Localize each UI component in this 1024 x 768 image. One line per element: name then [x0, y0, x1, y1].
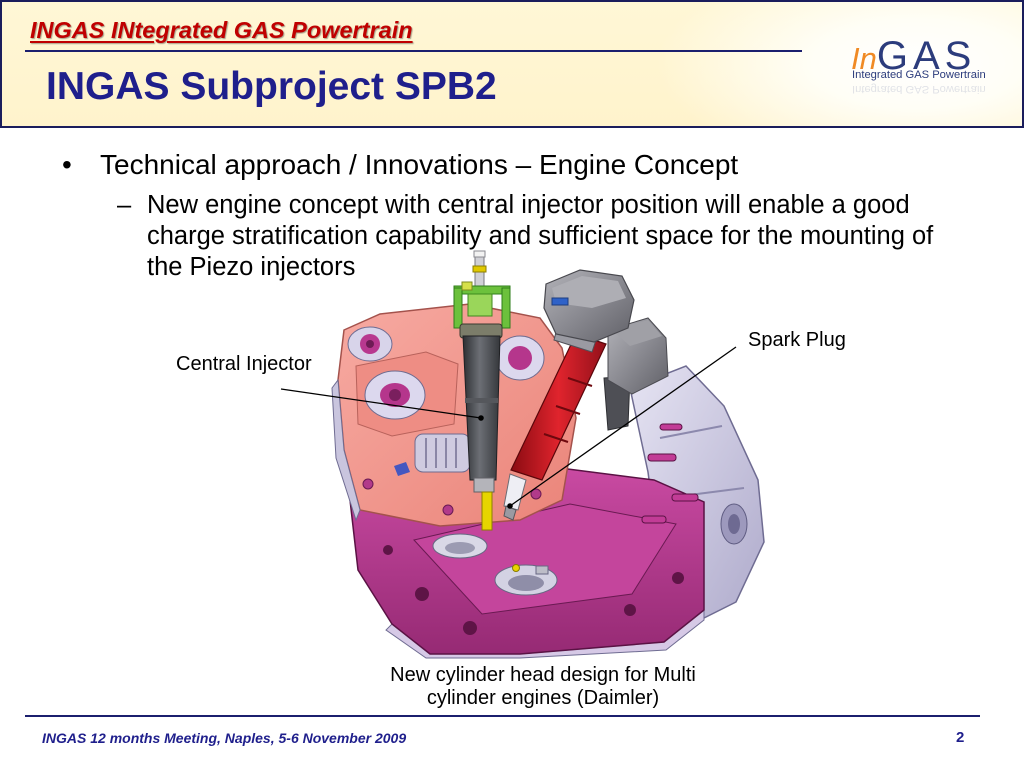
caption-line: New cylinder head design for Multi [390, 664, 696, 686]
rear-port [508, 346, 532, 370]
sub-bullet-line: the Piezo injectors [147, 253, 356, 281]
page-number: 2 [956, 729, 965, 746]
lower-block [349, 467, 705, 659]
intake-port-center [366, 340, 374, 348]
injector-bracket-right [501, 287, 511, 329]
bolt-hole [415, 587, 429, 601]
injector-nozzle-tip [481, 491, 493, 531]
logo-name: GAS [876, 34, 977, 78]
logo-prefix: In [851, 41, 877, 76]
bolt-hole [442, 504, 454, 516]
project-banner: INGAS INtegrated GAS Powertrain [30, 17, 413, 43]
figure-caption: New cylinder head design for Multi cylin… [343, 664, 743, 710]
bolt-hole [362, 478, 374, 490]
central-injector [453, 250, 511, 531]
second-coil-cap [612, 320, 662, 346]
spark-plug-seat [535, 565, 549, 575]
logo-tagline-reflection: Integrated GAS Powertrain [852, 83, 986, 95]
valve-port-inner [445, 542, 475, 554]
bolt-hole [463, 621, 477, 635]
sub-bullet-line: New engine concept with central injector… [147, 191, 910, 219]
footer-meeting-text: INGAS 12 months Meeting, Naples, 5-6 Nov… [42, 730, 407, 746]
sub-bullet-marker: – [117, 191, 132, 219]
cam-bearing-ribs [425, 438, 457, 468]
header-divider [25, 50, 802, 52]
central-injector-label: Central Injector [176, 353, 312, 375]
ignition-coil-connector [551, 297, 569, 306]
injector-bracket-left [453, 287, 463, 329]
ingas-logo: InGAS [851, 36, 976, 85]
coolant-peg [641, 515, 667, 524]
blue-marker [394, 462, 410, 476]
coolant-peg [647, 453, 677, 462]
injector-body-ring [465, 398, 498, 403]
engine-cylinder-head-illustration [331, 250, 765, 659]
slide-header: INGAS INtegrated GAS Powertrain INGAS Su… [0, 0, 1024, 128]
injector-seat [512, 564, 520, 572]
ignition-coil-cap [552, 276, 626, 308]
bolt-hole [624, 604, 636, 616]
bolt-hole [383, 545, 393, 555]
spark-plug-label: Spark Plug [748, 329, 846, 351]
combustion-deck [413, 503, 677, 615]
injector-connector [467, 293, 493, 317]
caption-line: cylinder engines (Daimler) [426, 687, 660, 709]
bullet-marker: • [62, 149, 72, 180]
sub-bullet-line: charge stratification capability and suf… [147, 222, 934, 250]
valve-port-inner [508, 575, 544, 591]
bullet-text: Technical approach / Innovations – Engin… [100, 149, 739, 180]
slide-title: INGAS Subproject SPB2 [46, 65, 497, 108]
cam-bearing [414, 433, 471, 473]
injector-rod-cap [473, 250, 486, 258]
injector-body [462, 335, 501, 481]
coolant-peg [671, 493, 699, 502]
bolt-hole [530, 488, 542, 500]
footer-divider [25, 715, 980, 717]
exhaust-port-center [389, 389, 401, 401]
logo-tagline: Integrated GAS Powertrain [852, 69, 986, 81]
injector-connector-tab [461, 281, 473, 291]
bolt-hole [672, 572, 684, 584]
coolant-peg [659, 423, 683, 431]
injector-rod-band [472, 265, 487, 273]
sub-bullet-text: New engine concept with central injector… [147, 190, 933, 283]
injector-lower-band [473, 477, 495, 493]
rear-housing-bore-inner [728, 514, 740, 534]
